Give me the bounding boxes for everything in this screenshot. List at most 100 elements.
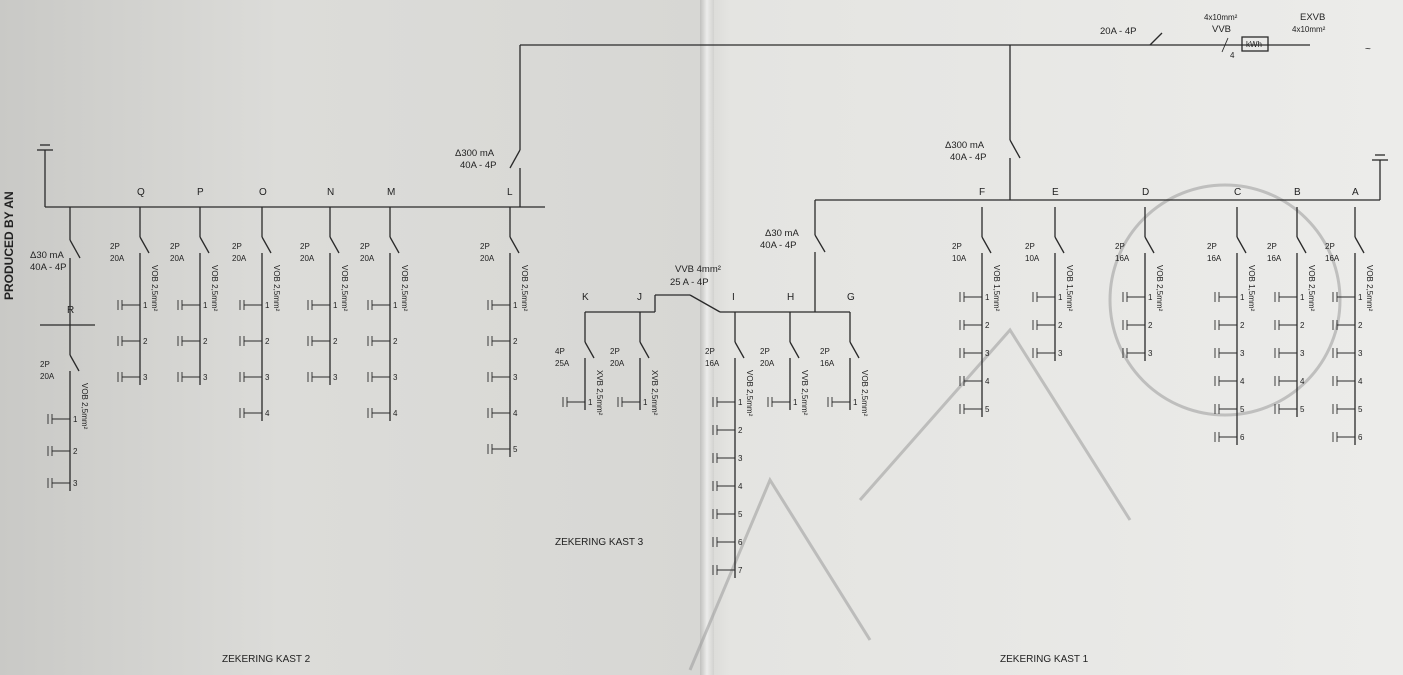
gh-rcd-switch	[814, 234, 826, 253]
breaker-rating: 16A	[705, 359, 720, 368]
point-number: 5	[985, 405, 990, 414]
point-number: 5	[513, 445, 518, 454]
point-number: 2	[143, 337, 148, 346]
breaker-rating: 16A	[1325, 254, 1340, 263]
breaker-switch	[69, 354, 80, 372]
point-number: 2	[513, 337, 518, 346]
breaker-switch	[734, 341, 745, 359]
point-number: 2	[393, 337, 398, 346]
breaker-rating: 16A	[1115, 254, 1130, 263]
point-number: 7	[738, 566, 743, 575]
box3-title: ZEKERING KAST 3	[555, 537, 644, 548]
cable-label: VOB 2,5mm²	[210, 265, 219, 312]
cable-label: VOB 2,5mm²	[150, 265, 159, 312]
feed-cable-vvb-size: 4x10mm²	[1204, 13, 1238, 22]
point-number: 2	[73, 447, 78, 456]
breaker-rating: 20A	[360, 254, 375, 263]
point-number: 1	[985, 293, 990, 302]
point-number: 1	[1148, 293, 1153, 302]
point-number: 2	[985, 321, 990, 330]
breaker-switch	[509, 236, 520, 254]
circuit-id: D	[1142, 187, 1149, 198]
breaker-poles: 2P	[480, 242, 490, 251]
point-number: 1	[143, 301, 148, 310]
breaker-poles: 2P	[1115, 242, 1125, 251]
point-number: 2	[265, 337, 270, 346]
breaker-rating: 20A	[170, 254, 185, 263]
cable-label: VOB 1,5mm²	[992, 265, 1001, 312]
point-number: 2	[1358, 321, 1363, 330]
breaker-rating: 20A	[610, 359, 625, 368]
point-number: 1	[1058, 293, 1063, 302]
breaker-rating: 16A	[820, 359, 835, 368]
breaker-switch	[1236, 236, 1247, 254]
breaker-poles: 2P	[760, 347, 770, 356]
point-number: 6	[1358, 433, 1363, 442]
gh-rcd-line2: 40A - 4P	[760, 240, 796, 251]
point-number: 2	[1148, 321, 1153, 330]
breaker-poles: 2P	[1325, 242, 1335, 251]
point-number: 3	[738, 454, 743, 463]
wire-count: 4	[1230, 51, 1235, 60]
wire-count-slash	[1221, 37, 1229, 53]
breaker-rating: 10A	[1025, 254, 1040, 263]
point-number: 1	[643, 398, 648, 407]
breaker-rating: 20A	[300, 254, 315, 263]
point-number: 3	[1300, 349, 1305, 358]
point-number: 4	[393, 409, 398, 418]
main-feed: ~ EXVB 4x10mm² kWh VVB 4x10mm² 4 20A - 4…	[519, 12, 1371, 150]
breaker-switch	[981, 236, 992, 254]
point-number: 3	[513, 373, 518, 382]
circuit-id: C	[1234, 187, 1241, 198]
point-number: 5	[1240, 405, 1245, 414]
box1-title: ZEKERING KAST 1	[1000, 654, 1089, 665]
breaker-poles: 2P	[360, 242, 370, 251]
kwh-meter-label: kWh	[1246, 40, 1262, 49]
point-number: 1	[853, 398, 858, 407]
box1-rcd-switch	[1009, 139, 1021, 159]
point-number: 2	[333, 337, 338, 346]
cable-label: VOB 2,5mm²	[520, 265, 529, 312]
gh-rcd-line1: Δ30 mA	[765, 228, 799, 239]
cable-label: VOB 2,5mm²	[860, 370, 869, 417]
breaker-switch	[584, 341, 595, 359]
circuit-id: J	[637, 292, 642, 303]
circuit-id: O	[259, 187, 267, 198]
watermark	[688, 183, 1342, 671]
box2-title: ZEKERING KAST 2	[222, 654, 311, 665]
page-fold	[700, 0, 714, 675]
point-number: 3	[1240, 349, 1245, 358]
breaker-switch	[389, 236, 400, 254]
cable-label: VVB 2,5mm²	[800, 370, 809, 416]
breaker-switch	[1144, 236, 1155, 254]
watermark-stroke-2	[688, 476, 872, 671]
breaker-poles: 2P	[40, 360, 50, 369]
r-rcd-line1: Δ30 mA	[30, 250, 64, 261]
point-number: 3	[203, 373, 208, 382]
circuit-id: M	[387, 187, 395, 198]
circuit-id: G	[847, 292, 855, 303]
point-number: 6	[1240, 433, 1245, 442]
main-switch-rating: 20A - 4P	[1100, 26, 1136, 37]
circuit-id: E	[1052, 187, 1059, 198]
point-number: 4	[265, 409, 270, 418]
box3: 25 A - 4P VVB 4mm² ZEKERING KAST 3 J2P20…	[555, 264, 721, 548]
ac-symbol: ~	[1365, 44, 1371, 55]
circuit-id: A	[1352, 187, 1359, 198]
watermark-circle	[1108, 183, 1342, 417]
point-number: 3	[143, 373, 148, 382]
box2-rcd-line2: 40A - 4P	[460, 160, 496, 171]
cable-label: XVB 2,5mm²	[650, 370, 659, 416]
